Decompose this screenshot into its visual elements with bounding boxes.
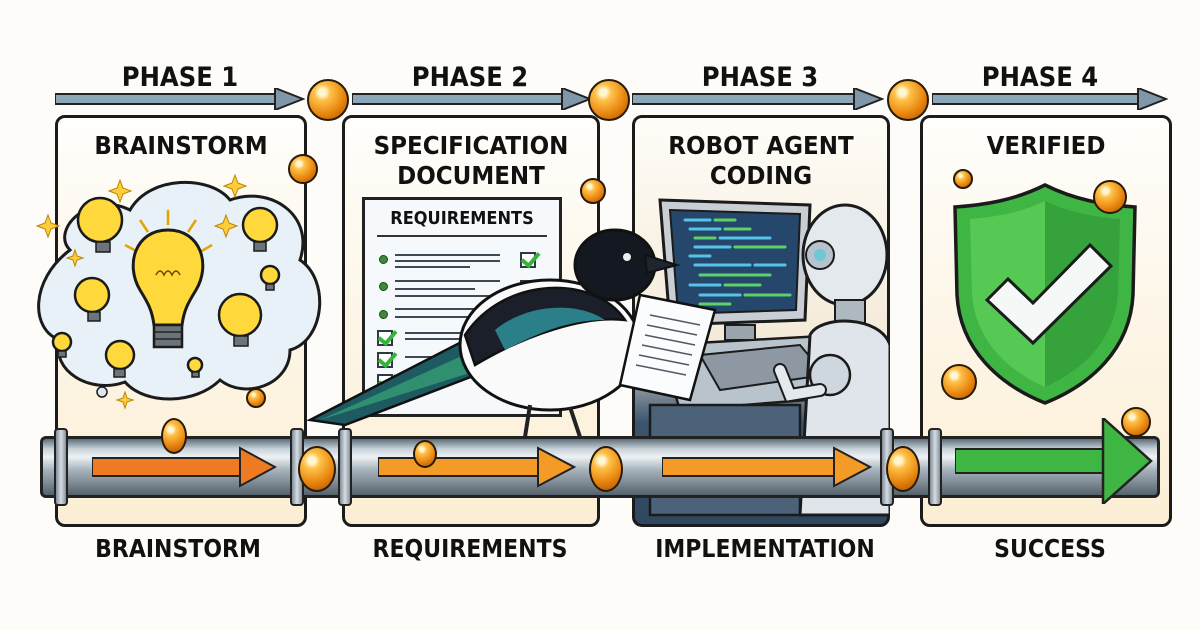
requirements-doc-heading: REQUIREMENTS [390,208,534,229]
top-arrow-4-icon [932,88,1168,110]
flow-arrow-1-icon [92,446,277,488]
bullet-icon [379,255,388,264]
floating-bead [1121,407,1151,437]
floating-bead [1093,180,1127,214]
pipe-bead [161,418,187,454]
pipe-bead [298,446,336,492]
pipe-bead [589,446,623,492]
top-arrow-2-icon [352,88,592,110]
connector-bead [307,79,349,121]
phase-4-title: VERIFIED [986,131,1106,160]
top-arrow-3-icon [632,88,884,110]
pipe-flange [928,428,942,506]
phase-3-title-line2: CODING [709,161,813,190]
floating-bead [580,178,606,204]
phase-4-header: PHASE 4 [981,62,1099,93]
pipe-bead [886,446,920,492]
verified-shield-check-icon [953,183,1137,405]
checkbox-checked-icon [520,252,536,268]
phase-3-header: PHASE 3 [701,62,819,93]
flow-arrow-2-icon [378,446,576,488]
floating-bead [246,388,266,408]
floating-bead [953,169,973,189]
flow-arrow-4-icon [955,418,1153,504]
magpie-bird-illustration [305,228,717,438]
phase-2-footer: REQUIREMENTS [372,534,568,563]
checkbox-checked-icon [377,352,393,368]
doc-divider [377,235,547,237]
connector-bead [588,79,630,121]
bullet-icon [379,310,388,319]
phase-4-footer: SUCCESS [994,534,1106,563]
phase-3-title-line1: ROBOT AGENT [668,131,854,160]
floating-bead [941,364,977,400]
lightbulb-cloud-icon [35,173,322,410]
pipe-bead [413,440,437,468]
phase-1-title: BRAINSTORM [94,131,268,160]
phase-3-footer: IMPLEMENTATION [655,534,875,563]
flow-arrow-3-icon [662,446,872,488]
phase-1-footer: BRAINSTORM [95,534,261,563]
checkbox-checked-icon [377,330,393,346]
phase-1-header: PHASE 1 [121,62,239,93]
phase-2-title-line1: SPECIFICATION [373,131,569,160]
pipe-flange [338,428,352,506]
big-lightbulb [131,228,205,349]
bullet-icon [379,282,388,291]
phase-2-header: PHASE 2 [411,62,529,93]
floating-bead [288,154,318,184]
connector-bead [887,79,929,121]
phase-2-title-line2: DOCUMENT [397,161,545,190]
pipe-flange [54,428,68,506]
top-arrow-1-icon [55,88,305,110]
